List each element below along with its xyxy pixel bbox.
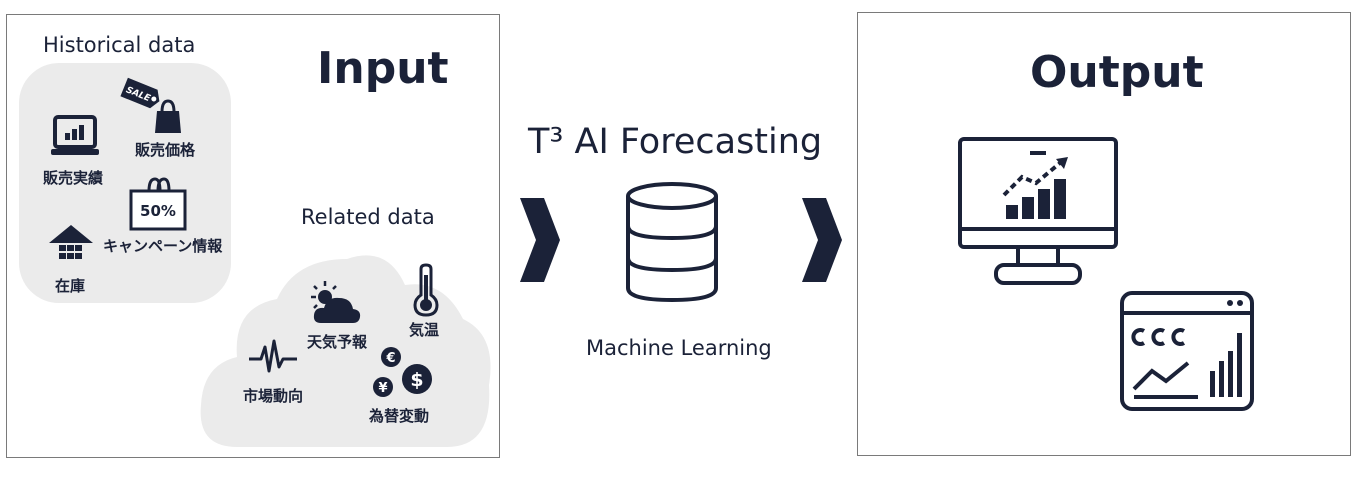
market-pulse-icon bbox=[249, 339, 297, 373]
historical-data-area bbox=[19, 63, 231, 303]
historical-data-heading: Historical data bbox=[43, 33, 196, 57]
related-data-heading: Related data bbox=[301, 205, 435, 229]
sun-cloud-icon bbox=[311, 281, 361, 323]
output-title: Output bbox=[1030, 47, 1204, 98]
process-subtitle: Machine Learning bbox=[586, 336, 772, 360]
monitor-growth-chart-icon bbox=[958, 137, 1118, 285]
exchange-rate-label: 為替変動 bbox=[369, 407, 430, 425]
market-trends-label: 市場動向 bbox=[243, 387, 304, 405]
chevron-right-icon bbox=[520, 198, 560, 282]
dashboard-window-icon bbox=[1120, 291, 1254, 411]
warehouse-icon bbox=[49, 225, 93, 259]
chevron-right-icon bbox=[802, 198, 842, 282]
laptop-chart-icon bbox=[51, 115, 99, 155]
yen-symbol: ¥ bbox=[378, 381, 387, 396]
campaign-bag-icon: 50% bbox=[129, 177, 187, 231]
campaign-badge-text: 50% bbox=[140, 202, 176, 220]
currency-coins-icon: € ¥ $ bbox=[373, 347, 432, 397]
input-panel: Input Historical data Related data 販売実績 … bbox=[6, 14, 500, 458]
temperature-label: 気温 bbox=[409, 321, 440, 339]
inventory-label: 在庫 bbox=[55, 277, 86, 295]
related-data-cloud bbox=[200, 255, 491, 447]
thermometer-icon bbox=[413, 263, 439, 317]
process-title: T³ AI Forecasting bbox=[528, 122, 823, 162]
euro-symbol: € bbox=[385, 351, 395, 366]
weather-forecast-label: 天気予報 bbox=[307, 333, 368, 351]
sales-results-label: 販売実績 bbox=[43, 169, 104, 187]
selling-price-label: 販売価格 bbox=[135, 141, 196, 159]
dollar-symbol: $ bbox=[410, 369, 423, 391]
input-title: Input bbox=[317, 43, 449, 94]
sale-tag-bag-icon: SALE bbox=[120, 77, 181, 133]
output-panel: Output bbox=[857, 12, 1351, 456]
campaign-info-label: キャンペーン情報 bbox=[103, 237, 223, 255]
database-icon bbox=[626, 182, 718, 303]
